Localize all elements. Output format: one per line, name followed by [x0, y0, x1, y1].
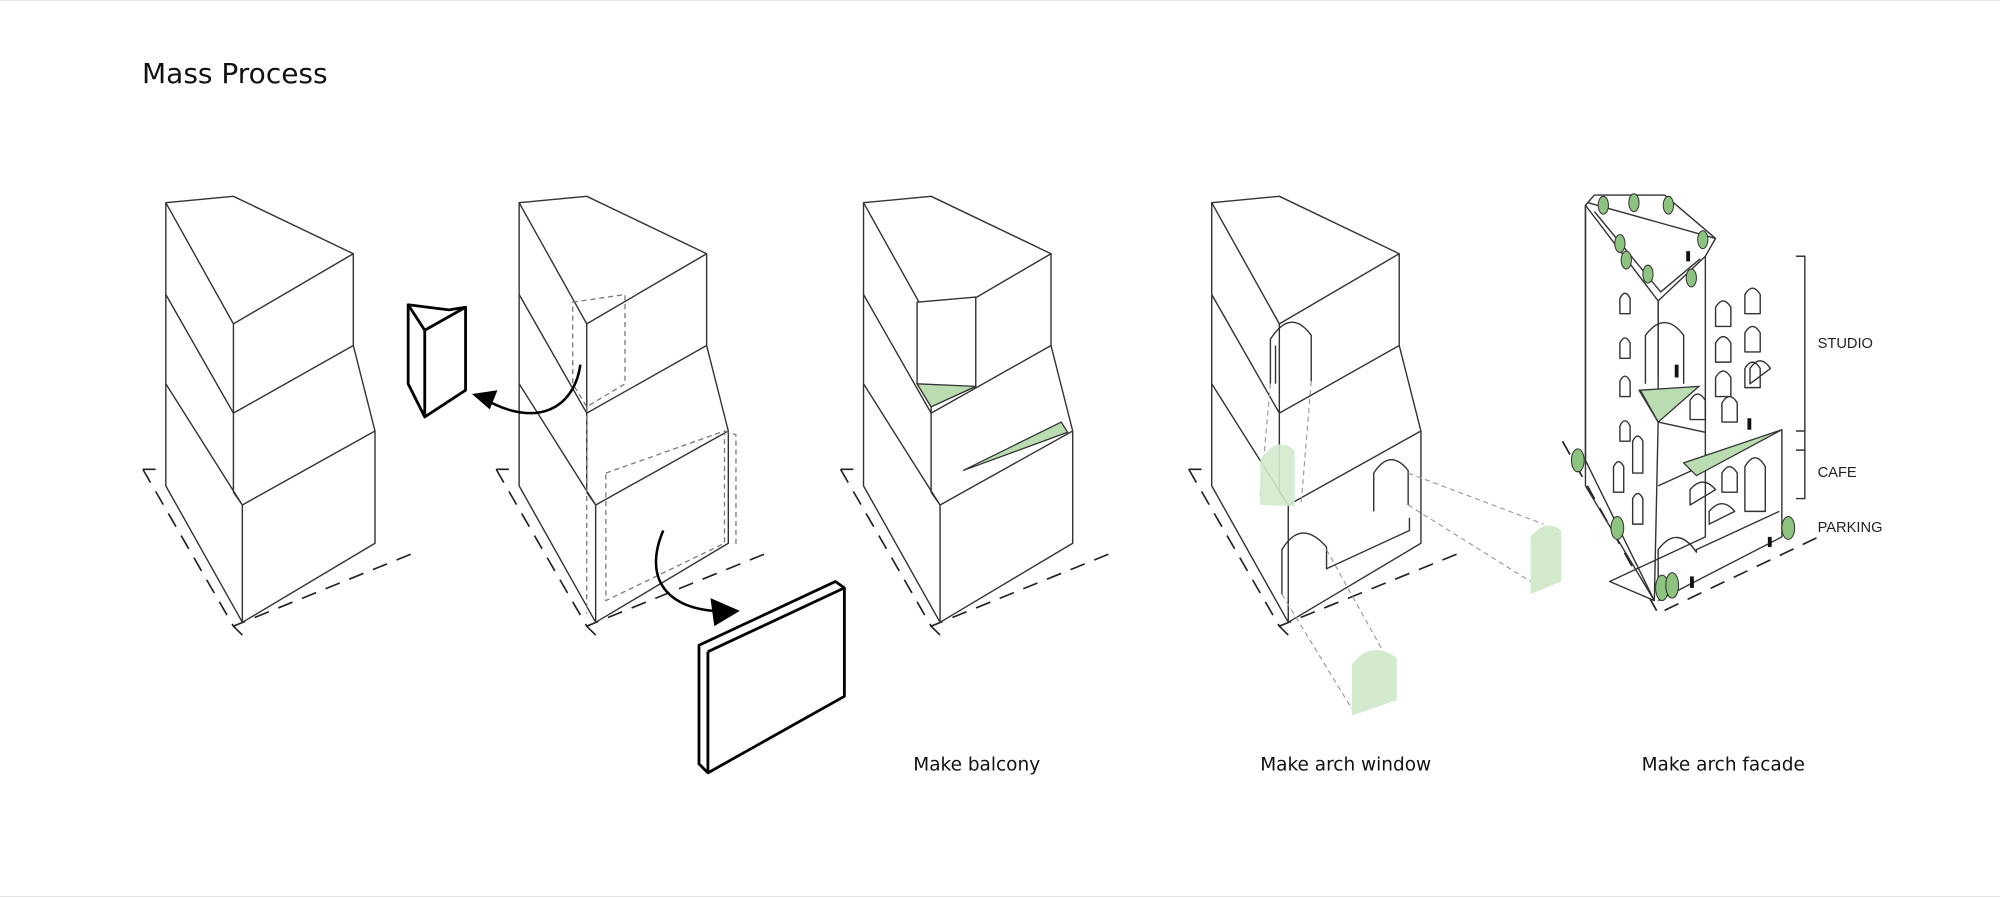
mass-step-2-subtract: [406, 195, 846, 775]
arrow-icon: [471, 390, 498, 410]
mass-step-3-balcony: Make balcony: [839, 195, 1115, 775]
step-label: Make balcony: [913, 754, 1040, 775]
program-bracket: [1795, 255, 1806, 500]
person-icons: [1674, 251, 1772, 588]
mass-step-1: [142, 195, 417, 636]
label-cafe: CAFE: [1818, 465, 1857, 481]
step-label: Make arch window: [1260, 754, 1431, 775]
removed-slab: [697, 580, 846, 775]
tree-icons: [1570, 193, 1796, 602]
arch-windows: [1612, 287, 1780, 588]
removed-prism: [406, 303, 467, 419]
arrow-icon: [710, 598, 740, 627]
page-title: Mass Process: [142, 57, 328, 90]
mass-step-4-arch-window: Make arch window: [1187, 195, 1562, 775]
label-studio: STUDIO: [1818, 336, 1873, 352]
step-label: Make arch facade: [1642, 754, 1805, 775]
label-parking: PARKING: [1818, 520, 1883, 536]
mass-step-5-arch-facade: STUDIO CAFE PARKING Make arch facade: [1561, 193, 1883, 775]
